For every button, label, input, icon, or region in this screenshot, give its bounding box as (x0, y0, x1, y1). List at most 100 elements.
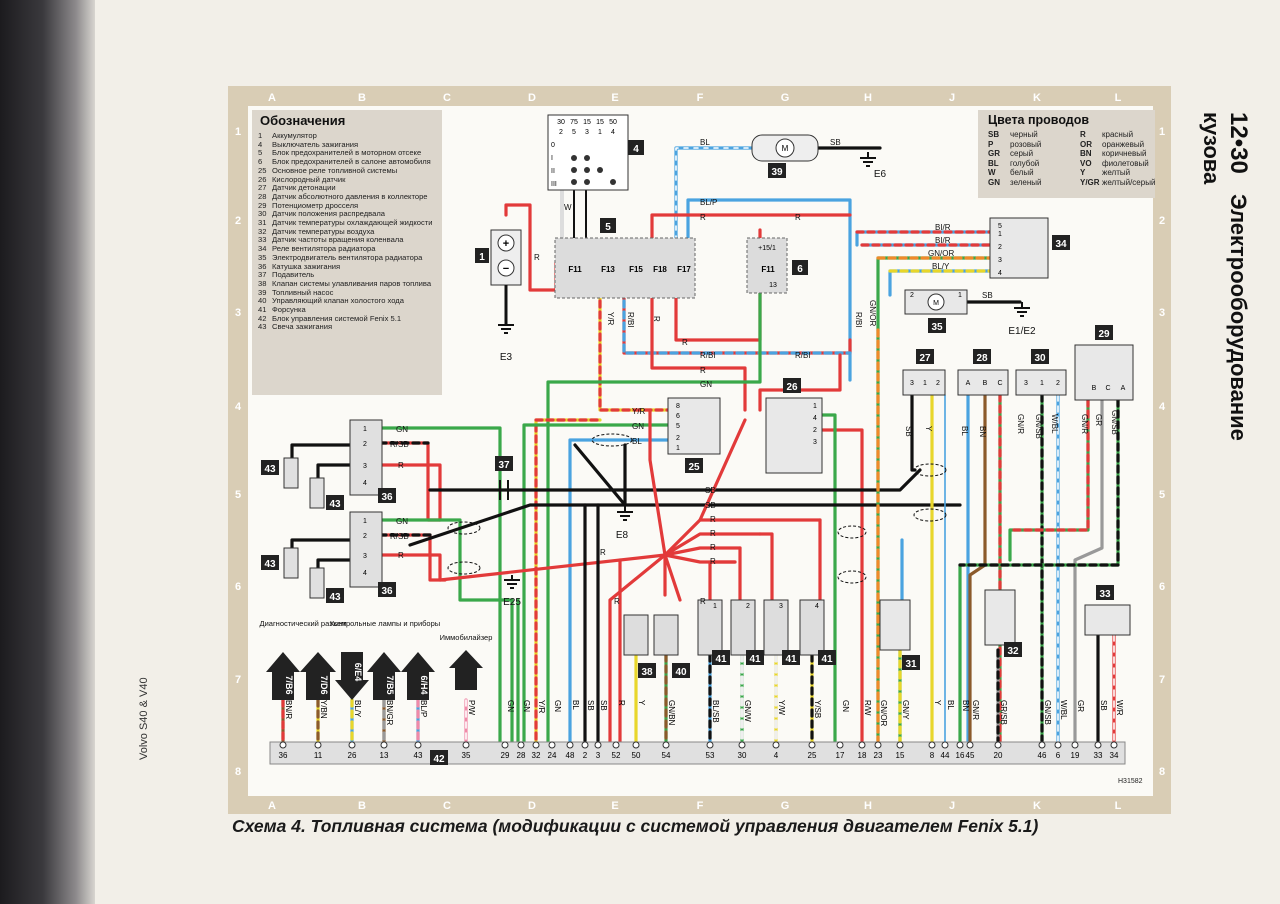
col-label: C (443, 92, 451, 104)
ecu-pin-number: 53 (706, 751, 715, 760)
component-label: 41 (749, 654, 761, 665)
crank-sensor: 33 (1084, 585, 1131, 636)
ignition-coil-b: 1 2 3 4 36 (349, 511, 396, 597)
ecu-wire-label: BN/R (284, 700, 293, 719)
ground-label: E3 (500, 352, 513, 363)
ign-row: II (551, 168, 555, 175)
fuel-pump: M 39 (751, 134, 819, 178)
connector-pin: 4 (813, 415, 817, 422)
col-label: D (528, 92, 536, 104)
air-temp-sensor: 32 (984, 589, 1022, 657)
component-label: 29 (1098, 329, 1110, 340)
column-labels-top: A B C D E F G H J K L (268, 92, 1122, 104)
connector-pin: 1 (363, 518, 367, 525)
battery-plus: + (503, 238, 509, 250)
ecu-pin-terminal (941, 741, 949, 749)
cam-sensor: 3 1 2 30 (1015, 349, 1067, 396)
wire-color-code: GR (988, 149, 1000, 159)
legend-item-number: 30 (258, 209, 267, 219)
component-label: 30 (1034, 353, 1046, 364)
wire-color-code: P (988, 139, 994, 149)
ecu-wire-label: BL (571, 700, 580, 710)
ign-row: 0 (551, 142, 555, 149)
ecu-wire-label: GN/Y (901, 700, 910, 720)
side-footer: Volvo S40 & V40 (138, 677, 150, 760)
legend-item-text: Блок управления системой Fenix 5.1 (272, 313, 402, 323)
wire-label: SB (904, 426, 913, 437)
connector-pin: 2 (813, 427, 817, 434)
row-label: 2 (235, 215, 241, 227)
ignition-coil-a: 1 2 3 4 36 (349, 419, 396, 503)
col-label: J (949, 92, 955, 104)
ecu-wire-label: GN/W (743, 700, 752, 722)
wire-label: GN/OR (868, 300, 877, 326)
ecu-pin-terminal (548, 741, 556, 749)
component-label: 39 (771, 167, 783, 178)
ecu-pin-number: 33 (1094, 751, 1103, 760)
wire-label: R/BI (854, 312, 863, 328)
wire-label: SB (705, 501, 716, 510)
connector-pin: 2 (363, 441, 367, 448)
col-label: H (864, 800, 872, 812)
wire-color-code: OR (1080, 139, 1092, 149)
page-header: 12•30 Электрооборудование кузова (1199, 112, 1252, 442)
component-label: 32 (1007, 646, 1019, 657)
wire-label: R (600, 548, 606, 557)
fuse-box-interior: +15/1 F11 13 6 (746, 237, 808, 294)
component-label: 27 (919, 353, 931, 364)
wire-label: GN (396, 425, 408, 434)
legend-item-number: 29 (258, 200, 267, 210)
legend-title: Обозначения (260, 113, 346, 128)
wire-label: BL (632, 437, 642, 446)
ecu-pin-number: 4 (774, 751, 779, 760)
wire-label: R (534, 253, 540, 262)
knock-sensor: 3 1 2 27 (902, 349, 946, 396)
ecu-wire-label: GN (841, 700, 850, 712)
wire-label: SB (982, 291, 993, 300)
ecu-pin-terminal (1094, 741, 1102, 749)
wire-color-name: коричневый (1102, 149, 1147, 159)
connector-pin: 1 (923, 380, 927, 387)
ecu-wire-label: R (617, 700, 626, 706)
connector-pin: 5 (998, 223, 1002, 230)
ecu-pin-terminal (314, 741, 322, 749)
ecu-pin-number: 6 (1056, 751, 1061, 760)
col-label: F (697, 800, 704, 812)
component-label: 41 (821, 654, 833, 665)
wire-label: R (700, 597, 706, 606)
legend-item-text: Датчик температуры охлаждающей жидкости (272, 218, 433, 228)
connector-pin: 4 (815, 603, 819, 610)
row-label: 4 (235, 401, 242, 413)
legend-item-number: 42 (258, 313, 267, 323)
fuse-label: 13 (769, 282, 777, 289)
ecu-wire-label: GN/R (971, 700, 980, 720)
row-label: 8 (235, 766, 241, 778)
ecu-wire-label: P/W (467, 700, 476, 716)
ecu-pin-number: 54 (662, 751, 671, 760)
ecu-pin-terminal (594, 741, 602, 749)
ecu-connector: 42 (269, 741, 1126, 765)
component-label: 33 (1099, 589, 1111, 600)
ecu-pin-number: 30 (738, 751, 747, 760)
ecu-pin-number: 26 (348, 751, 357, 760)
ecu-wire-label: BL/P (419, 700, 428, 717)
legend-item-text: Потенциометр дросселя (272, 200, 359, 210)
legend-item-text: Датчик частоты вращения коленвала (272, 235, 404, 245)
wire-color-code: Y (1080, 168, 1086, 178)
ecu-pin-terminal (501, 741, 509, 749)
wire-label: GN/R (1016, 414, 1025, 434)
ecu-wire-label: GN/OR (879, 700, 888, 726)
ecu-wire-label: W/BL (1059, 700, 1068, 720)
wire-label: BL/Y (932, 262, 950, 271)
